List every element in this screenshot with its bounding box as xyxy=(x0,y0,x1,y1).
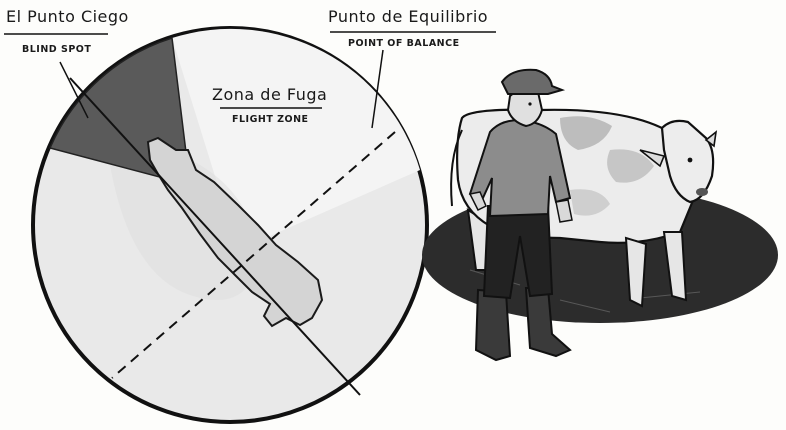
blind-spot-title: El Punto Ciego xyxy=(6,7,129,26)
blind-spot-label: El Punto Ciego BLIND SPOT xyxy=(4,7,129,55)
blind-spot-leader xyxy=(59,61,89,119)
flight-zone-label: Zona de Fuga FLIGHT ZONE xyxy=(212,85,327,125)
point-of-balance-subtitle: POINT OF BALANCE xyxy=(348,38,460,49)
flight-zone-title: Zona de Fuga xyxy=(212,85,327,104)
blind-spot-subtitle: BLIND SPOT xyxy=(22,44,91,55)
balance-leader xyxy=(371,49,384,129)
point-of-balance-line xyxy=(111,131,396,379)
cow-top-view-silhouette xyxy=(146,136,324,328)
point-of-balance-label: Punto de Equilibrio POINT OF BALANCE xyxy=(328,7,496,49)
flight-zone-subtitle: FLIGHT ZONE xyxy=(232,114,309,125)
blind-spot-axis-line xyxy=(69,77,361,396)
point-of-balance-title: Punto de Equilibrio xyxy=(328,7,488,26)
farmer-figure xyxy=(468,68,573,362)
